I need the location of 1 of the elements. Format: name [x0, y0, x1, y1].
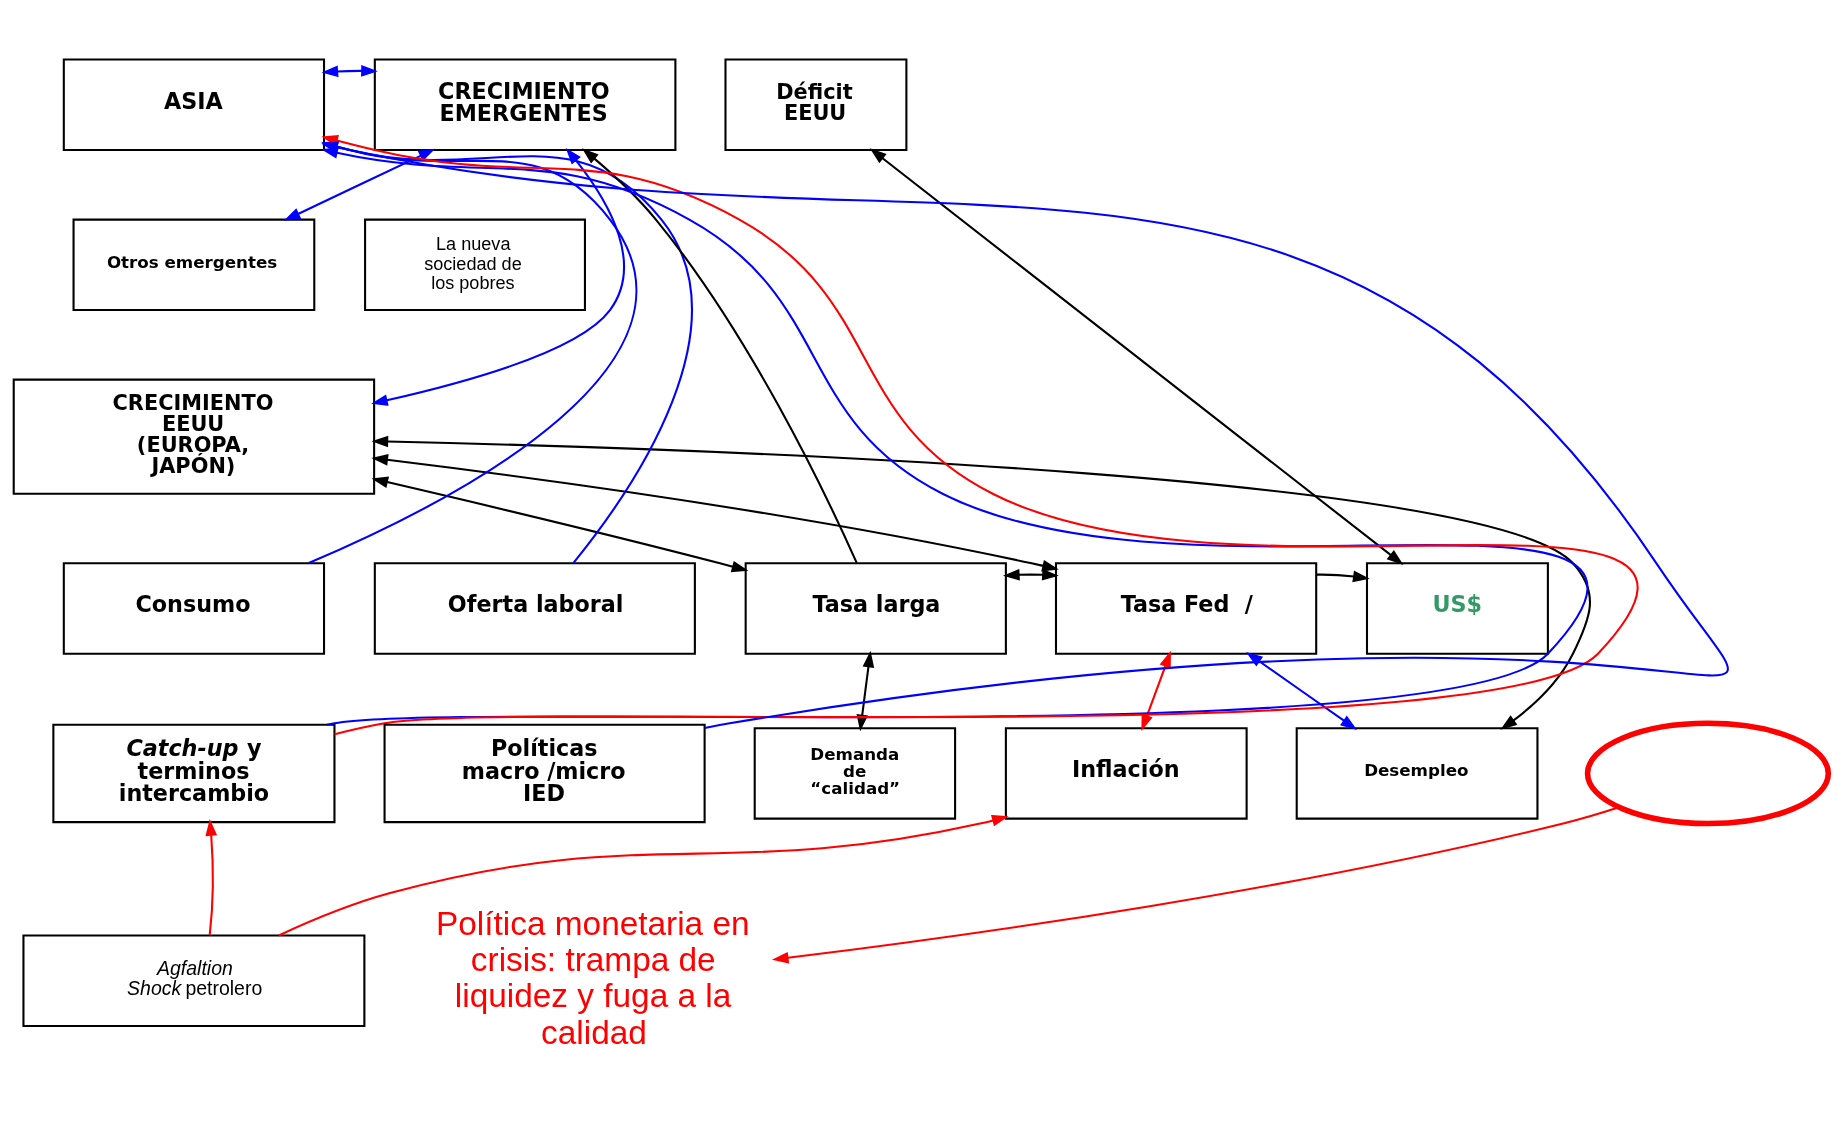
node-text: Política monetaria en crisis: trampa de liquidez y fuga a la calidad	[436, 905, 750, 1051]
